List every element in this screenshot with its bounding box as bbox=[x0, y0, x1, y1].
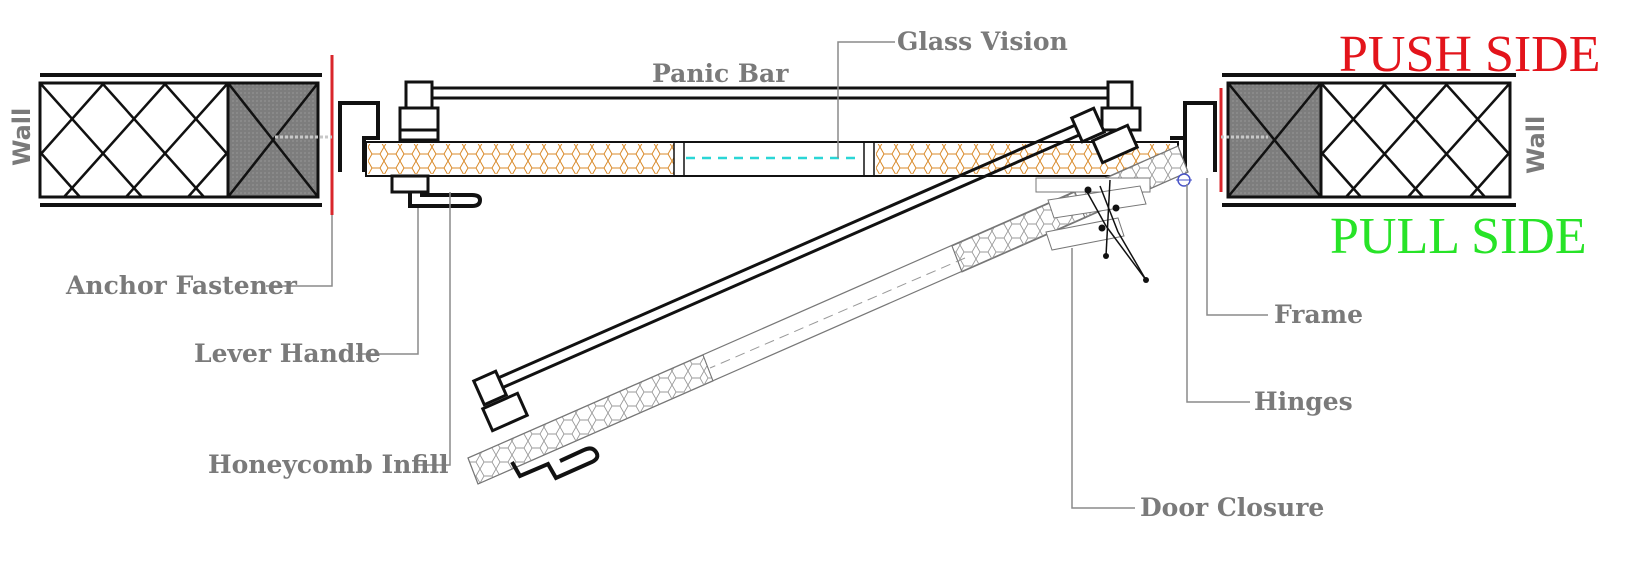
label-lever-handle: Lever Handle bbox=[194, 339, 381, 368]
right-wall bbox=[1222, 73, 1516, 207]
open-lever-handle bbox=[510, 446, 600, 481]
right-anchor-fastener bbox=[1219, 88, 1268, 192]
label-pull-side: PULL SIDE bbox=[1330, 208, 1587, 265]
label-wall-left: Wall bbox=[8, 108, 36, 166]
left-frame bbox=[338, 101, 380, 172]
label-panic-bar: Panic Bar bbox=[652, 59, 789, 88]
label-anchor-fastener: Anchor Fastener bbox=[65, 271, 298, 300]
closed-panic-bar bbox=[398, 80, 1142, 142]
leader-lines bbox=[266, 41, 1268, 509]
open-panic-bar bbox=[471, 106, 1140, 433]
right-frame bbox=[1170, 101, 1217, 172]
label-push-side: PUSH SIDE bbox=[1339, 26, 1601, 83]
label-glass-vision: Glass Vision bbox=[897, 27, 1068, 56]
label-wall-right: Wall bbox=[1522, 116, 1550, 174]
label-frame: Frame bbox=[1274, 300, 1363, 329]
label-door-closure: Door Closure bbox=[1140, 493, 1324, 522]
hinge bbox=[1176, 173, 1192, 187]
left-wall bbox=[38, 73, 322, 207]
closed-lever-handle bbox=[390, 174, 483, 208]
label-honeycomb-infill: Honeycomb Infill bbox=[208, 450, 448, 479]
closed-door-leaf bbox=[365, 141, 1179, 177]
door-closure bbox=[1035, 177, 1151, 283]
left-anchor-fastener bbox=[275, 55, 334, 215]
label-hinges: Hinges bbox=[1254, 387, 1353, 416]
